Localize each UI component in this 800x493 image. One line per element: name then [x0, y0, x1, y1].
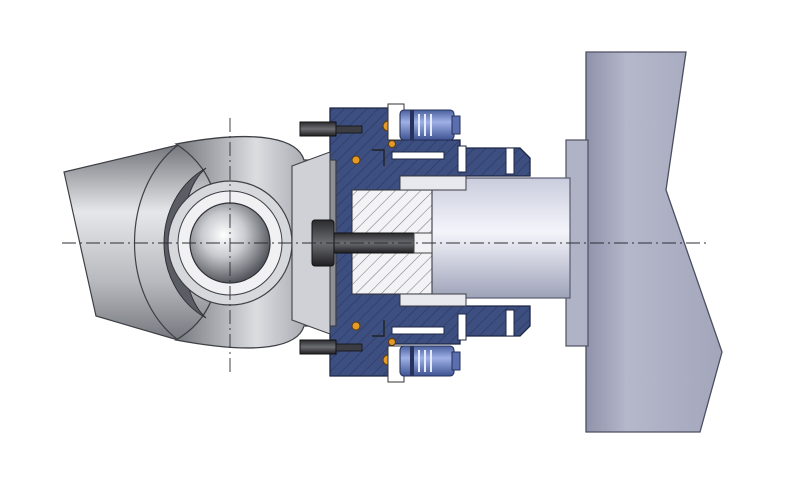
shaft	[429, 177, 571, 299]
centerlines	[62, 118, 710, 372]
flange-hub	[329, 107, 531, 377]
flange-screws	[299, 121, 363, 355]
sensor-cartridge-top	[387, 103, 461, 141]
machine-housing	[565, 51, 723, 433]
sensor-cartridge-bottom	[387, 345, 461, 383]
